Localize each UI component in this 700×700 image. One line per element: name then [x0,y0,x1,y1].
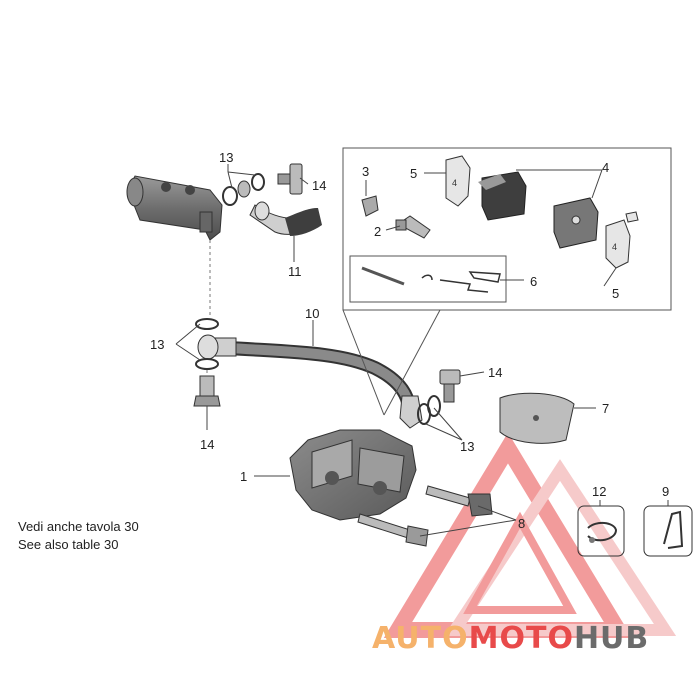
callout-7: 7 [602,401,609,416]
callout-11: 11 [288,264,302,279]
svg-text:4: 4 [612,242,617,252]
washer-left [195,318,219,370]
pad-pin-kit [361,266,501,293]
callout-13-right: 13 [460,439,474,454]
callout-5-right: 5 [612,286,619,301]
callouts: 13 14 11 3 2 5 4 6 5 10 13 14 7 13 14 1 … [150,150,669,531]
svg-text:AUTOMOTOHUB: AUTOMOTOHUB [372,621,649,656]
hose-clip-box [577,505,625,557]
washer-right [417,395,441,425]
note-english: See also table 30 [18,537,119,552]
washer-top [222,173,265,206]
caliper-cover [499,392,575,444]
note-italian: Vedi anche tavola 30 [18,519,139,534]
callout-3: 3 [362,164,369,179]
callout-13-left: 13 [150,337,164,352]
hose-fitting [249,201,322,236]
callout-9: 9 [662,484,669,499]
callout-14-left: 14 [200,437,214,452]
brake-caliper [289,429,417,521]
callout-13-top: 13 [219,150,233,165]
watermark-auto: AUTO [372,621,469,656]
pad-kit-box [342,147,672,416]
banjo-bolt-left [193,375,221,407]
master-cylinder [126,175,223,241]
watermark-text: AUTOMOTOHUB [372,621,649,656]
callout-10: 10 [305,306,319,321]
callout-4: 4 [602,160,609,175]
pad-spring-right: 4 [605,211,639,269]
svg-text:4: 4 [452,178,457,188]
leader-lines [175,164,669,537]
caliper-bolt-lower [357,513,429,547]
brake-hose [197,334,423,429]
callout-12: 12 [592,484,606,499]
callout-14-top: 14 [312,178,326,193]
watermark-moto: MOTO [469,621,574,656]
caliper-bolt-upper [425,485,493,517]
brake-pad-lower [553,197,599,249]
watermark-hub: HUB [574,621,649,656]
callout-8: 8 [518,516,525,531]
spring-clip-box [643,505,693,557]
banjo-bolt-top [277,163,303,195]
callout-2: 2 [374,224,381,239]
callout-14-right: 14 [488,365,502,380]
brake-pad-upper [478,171,527,221]
pad-spring-left: 4 [445,155,471,207]
banjo-bolt-right [439,369,461,403]
bleed-cap [361,195,379,217]
callout-6: 6 [530,274,537,289]
bleed-screw [395,215,431,239]
callout-1: 1 [240,469,247,484]
callout-5-left: 5 [410,166,417,181]
watermark-logo [383,432,677,638]
